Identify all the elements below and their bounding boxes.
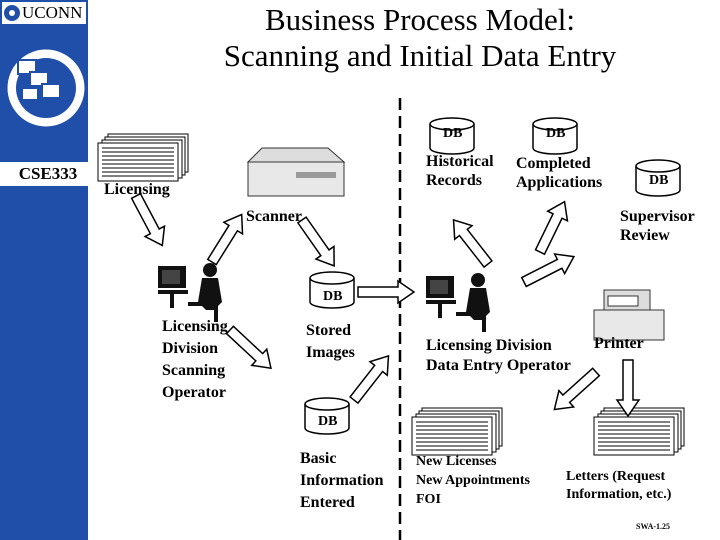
licensing-documents-stack — [97, 133, 189, 182]
scanner-label: Scanner — [246, 208, 302, 225]
arrow-data-entry-to-historical — [444, 212, 498, 272]
cse-seal-icon — [7, 49, 85, 127]
licensing-label: Licensing — [104, 181, 170, 198]
arrow-db-to-data-entry — [357, 280, 415, 304]
printer-label: Printer — [594, 335, 644, 352]
arrow-licensing-to-operator — [125, 190, 173, 252]
arrow-operator-to-scanner — [201, 207, 252, 269]
uconn-logo-text: UCONN — [22, 3, 83, 22]
arrow-operator-to-basic-db — [221, 321, 280, 377]
db-label: DB — [323, 289, 343, 304]
arrow-data-entry-to-completed — [529, 196, 576, 258]
title-line-1: Business Process Model: — [265, 2, 575, 37]
slide-number: SWA-1.25 — [636, 522, 671, 531]
course-code: CSE333 — [0, 162, 96, 186]
scanning-operator-icon — [158, 263, 222, 322]
uconn-seal-icon — [4, 5, 20, 21]
arrow-data-entry-to-supervisor — [518, 246, 580, 293]
db-label: DB — [649, 173, 669, 188]
data-entry-operator-icon — [426, 273, 490, 332]
db-label: DB — [443, 126, 463, 141]
uconn-logo-box — [2, 2, 86, 24]
printer-icon — [593, 289, 665, 341]
db-label: DB — [318, 414, 338, 429]
letters-stack — [593, 407, 685, 456]
db-label: DB — [546, 126, 566, 141]
title-line-2: Scanning and Initial Data Entry — [223, 38, 617, 73]
scanner-icon — [246, 147, 346, 197]
new-licenses-stack — [411, 407, 503, 456]
